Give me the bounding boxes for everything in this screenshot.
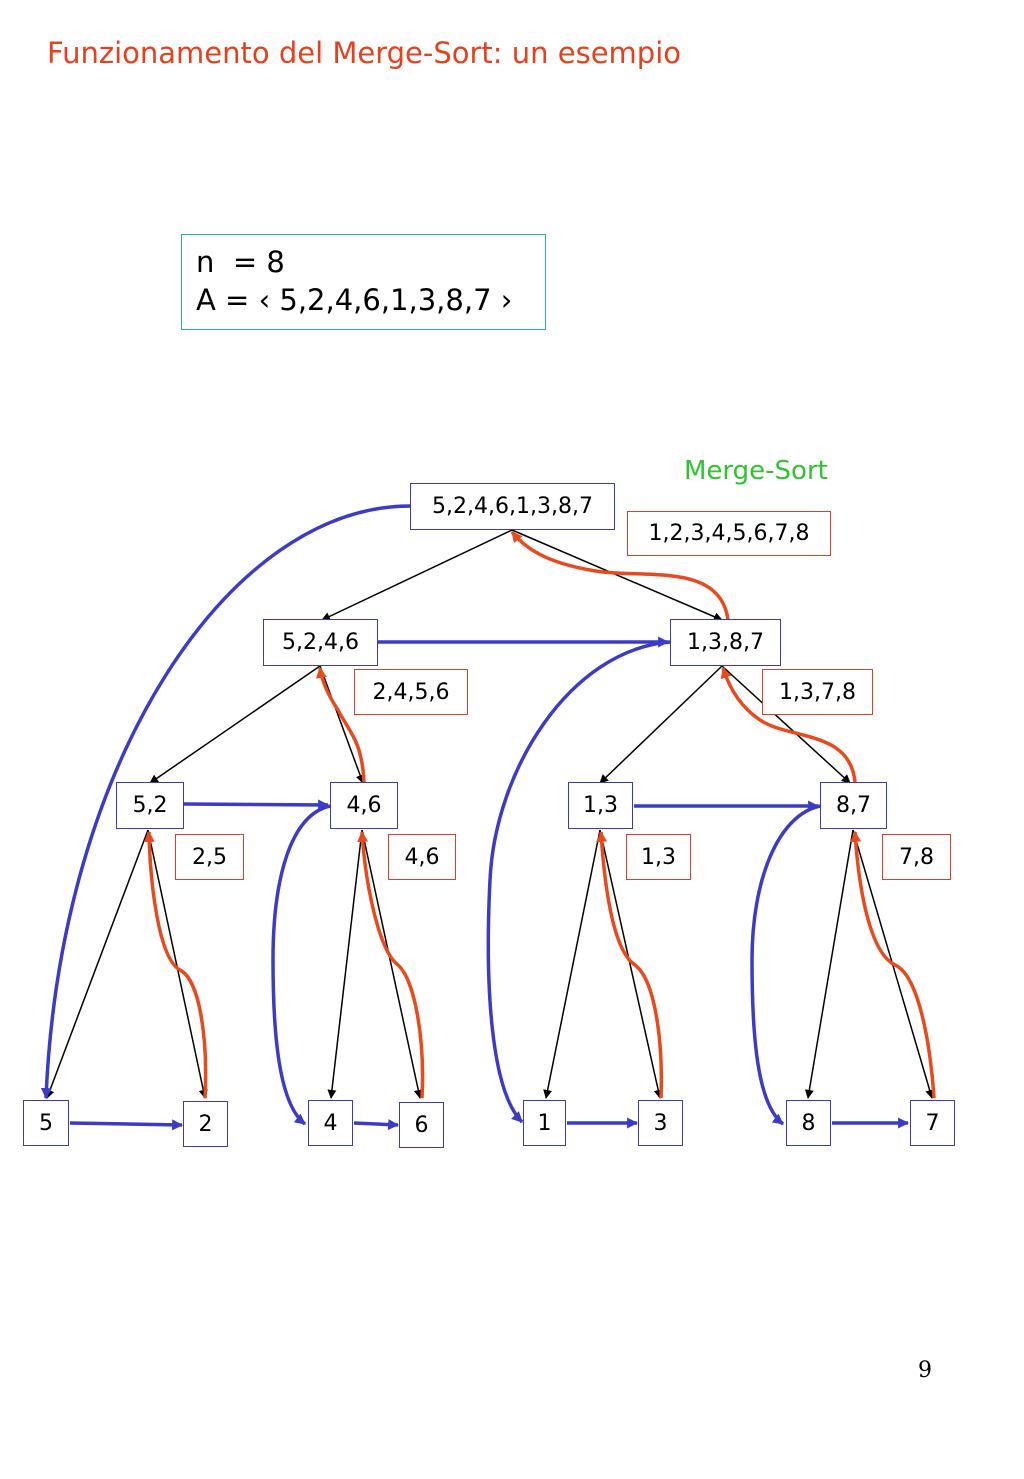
- split-arrow: [327, 829, 363, 1099]
- result-root: 1,2,3,4,5,6,7,8: [627, 511, 831, 556]
- order-arrow: [183, 799, 330, 811]
- result-l2-b: 4,6: [388, 834, 456, 880]
- merge-arrow: [596, 830, 664, 1099]
- leaf-node: 4: [308, 1100, 353, 1146]
- leaf-node: 7: [910, 1100, 955, 1146]
- merge-arrow: [720, 666, 857, 783]
- merge-sort-label: Merge-Sort: [684, 456, 828, 486]
- split-arrow: [599, 665, 723, 784]
- split-arrow: [599, 829, 663, 1099]
- node-root: 5,2,4,6,1,3,8,7: [410, 483, 615, 530]
- merge-arrow: [510, 530, 730, 621]
- order-arrows: [40, 504, 910, 1131]
- split-arrow: [543, 829, 601, 1099]
- leaf-node: 6: [399, 1102, 444, 1148]
- input-info-box: n = 8 A = ‹ 5,2,4,6,1,3,8,7 ›: [181, 234, 546, 330]
- node-l1-left: 5,2,4,6: [263, 619, 378, 666]
- order-arrow: [750, 804, 821, 1126]
- node-l2-c: 1,3: [568, 782, 633, 829]
- merge-arrow: [315, 666, 366, 783]
- split-arrow: [45, 829, 149, 1099]
- merge-arrow: [143, 830, 208, 1099]
- split-arrow: [721, 665, 851, 784]
- result-l2-c: 1,3: [626, 834, 691, 880]
- node-l1-right: 1,3,8,7: [670, 619, 781, 666]
- result-l1-left: 2,4,5,6: [354, 669, 468, 715]
- page-title: Funzionamento del Merge-Sort: un esempio: [47, 36, 682, 70]
- order-arrow: [353, 1119, 400, 1131]
- node-l2-a: 5,2: [116, 782, 184, 829]
- split-arrow: [147, 829, 208, 1099]
- array-value: A = ‹ 5,2,4,6,1,3,8,7 ›: [196, 283, 513, 317]
- order-arrow: [40, 504, 411, 1100]
- split-arrow: [361, 829, 423, 1099]
- merge-arrow: [850, 830, 936, 1099]
- split-arrow: [319, 665, 365, 784]
- leaf-node: 8: [786, 1100, 831, 1146]
- split-arrow: [804, 829, 854, 1099]
- order-arrow: [69, 1119, 184, 1131]
- leaf-node: 3: [638, 1100, 683, 1146]
- page-number: 9: [918, 1358, 932, 1383]
- order-arrow: [486, 640, 671, 1124]
- leaf-node: 1: [523, 1100, 566, 1146]
- result-l1-right: 1,3,7,8: [762, 669, 873, 715]
- result-l2-d: 7,8: [882, 834, 951, 880]
- split-arrow: [149, 665, 321, 784]
- split-arrow: [511, 529, 723, 621]
- order-arrow: [271, 804, 331, 1126]
- split-arrow: [321, 529, 513, 621]
- result-l2-a: 2,5: [175, 834, 244, 880]
- leaf-node: 2: [183, 1101, 228, 1147]
- merge-arrows: [143, 530, 936, 1099]
- node-l2-b: 4,6: [330, 782, 398, 829]
- n-value: n = 8: [196, 245, 285, 279]
- merge-arrow: [357, 830, 425, 1099]
- split-arrows: [45, 529, 935, 1099]
- node-l2-d: 8,7: [820, 782, 887, 829]
- leaf-node: 5: [23, 1100, 69, 1146]
